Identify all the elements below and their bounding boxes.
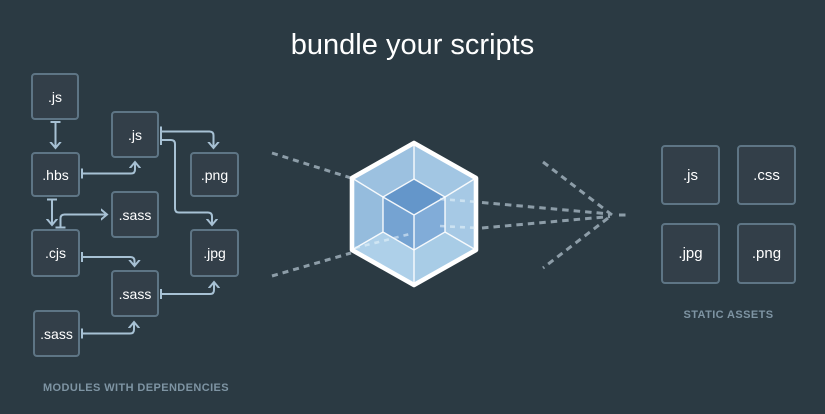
dotted-inner-right-lower: [439, 224, 479, 230]
cube-face-outer-right: [445, 178, 476, 250]
cube-face-outer-top-left: [352, 143, 414, 197]
asset-box-label: .jpg: [678, 245, 703, 262]
modules-section-label: MODULES WITH DEPENDENCIES: [42, 382, 229, 394]
dotted-line-left-lower: [271, 251, 352, 278]
module-box-label: .hbs: [42, 166, 69, 183]
dotted-line-right-lower: [481, 215, 611, 230]
module-box-sass-bottom: .sass: [33, 310, 80, 357]
arrow-cjs-to-sasstop: [61, 215, 108, 228]
arrow-hbs-to-jsmid: [82, 162, 135, 174]
dotted-inner-right-upper: [439, 197, 479, 204]
asset-box-label: .css: [753, 166, 780, 184]
dotted-chevron-arrowhead: [542, 160, 615, 270]
dependency-arrows: [52, 122, 214, 334]
asset-box-label: .js: [683, 166, 698, 184]
dotted-lines-through-cube: [354, 197, 479, 250]
webpack-cube-logo: [349, 140, 479, 288]
cube-face-inner-left: [383, 197, 414, 250]
page-title: bundle your scripts: [290, 29, 535, 61]
cube-connector-edges: [351, 143, 477, 285]
asset-box-jpg: .jpg: [661, 223, 720, 284]
asset-box-js: .js: [661, 145, 720, 205]
cube-face-outer-left: [352, 178, 383, 250]
module-box-js-top: .js: [31, 73, 79, 120]
dotted-line-right-upper: [481, 201, 611, 216]
dotted-line-left-upper: [271, 151, 352, 180]
module-box-cjs: .cjs: [31, 229, 80, 277]
module-box-label: .cjs: [45, 245, 66, 261]
cube-outer-hexagon: [349, 140, 479, 288]
module-box-label: .js: [48, 88, 62, 105]
module-box-label: .sass: [118, 206, 152, 223]
module-box-label: .sass: [40, 325, 73, 342]
module-box-sass-mid: .sass: [111, 270, 159, 317]
module-box-label: .js: [128, 126, 142, 143]
module-box-sass-top: .sass: [111, 191, 159, 238]
arrow-sassbottom-to-sassmid: [82, 322, 134, 334]
module-box-jpg: .jpg: [190, 229, 239, 277]
arrow-cjs-to-sassmid: [82, 257, 135, 266]
arrow-jsmid-to-jpg: [161, 140, 212, 225]
asset-box-png: .png: [737, 223, 796, 284]
cube-inner-y-edges: [382, 196, 446, 250]
module-box-png: .png: [190, 152, 239, 197]
module-box-hbs: .hbs: [31, 152, 80, 197]
module-box-label: .jpg: [203, 245, 226, 261]
cube-face-outer-top-right: [414, 143, 476, 197]
dotted-funnel-left: [271, 151, 352, 278]
asset-box-label: .png: [751, 245, 782, 262]
module-box-js-mid: .js: [111, 111, 159, 158]
cube-face-inner-right: [414, 197, 445, 250]
dotted-arrow-right: [481, 160, 627, 270]
module-box-label: .png: [200, 166, 229, 183]
asset-box-css: .css: [737, 145, 796, 205]
cube-face-outer-bottom-right: [414, 232, 476, 285]
arrow-sassmid-to-jpg: [161, 282, 214, 294]
assets-section-label: STATIC ASSETS: [683, 309, 774, 321]
module-box-label: .sass: [118, 285, 152, 302]
